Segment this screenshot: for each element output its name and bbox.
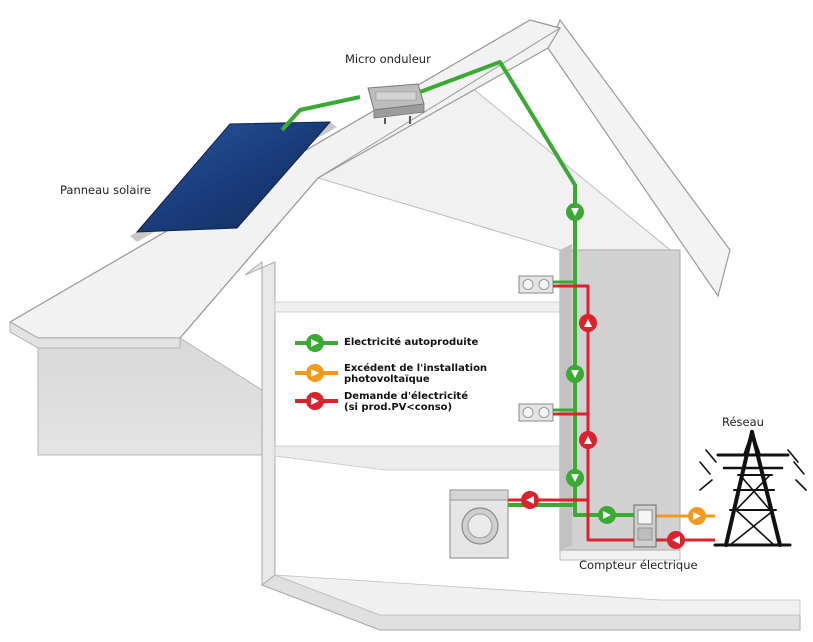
service-duct xyxy=(559,249,681,551)
legend-label-excedent: Excédent de l'installation photovoltaïqu… xyxy=(344,363,488,385)
power-outlet-icon xyxy=(518,275,554,294)
roof-thickness xyxy=(9,321,181,349)
flow-arrow-green-down xyxy=(566,469,584,487)
label-reseau: Réseau xyxy=(722,415,764,429)
flow-arrow-red-left xyxy=(521,491,539,509)
upper-floor xyxy=(274,301,566,313)
washing-machine-icon xyxy=(449,489,509,559)
flow-arrow-green-down xyxy=(566,365,584,383)
pylon-icon xyxy=(699,428,807,547)
flow-arrow-green-right xyxy=(598,506,616,524)
middle-floor xyxy=(274,445,566,471)
power-outlet-icon xyxy=(518,403,554,422)
flow-arrow-red-up xyxy=(579,314,597,332)
legend-marker-red xyxy=(295,392,338,410)
flow-arrow-green-down xyxy=(566,203,584,221)
label-micro-onduleur: Micro onduleur xyxy=(345,52,431,66)
solar-panel-icon xyxy=(130,121,337,242)
flow-arrow-red-up xyxy=(579,431,597,449)
flow-arrow-red-left xyxy=(667,531,685,549)
electric-meter-icon xyxy=(633,504,657,548)
back-wall-floor xyxy=(274,574,801,616)
micro-inverter-icon xyxy=(367,83,425,124)
legend-marker-orange xyxy=(295,364,338,382)
label-panneau-solaire: Panneau solaire xyxy=(60,183,152,197)
legend-marker-green xyxy=(295,334,338,352)
flow-arrow-orange-right xyxy=(688,507,706,525)
label-compteur-electrique: Compteur électrique xyxy=(579,558,698,572)
legend-label-autoproduite: Electricité autoproduite xyxy=(344,337,479,348)
legend-label-demande: Demande d'électricité (si prod.PV<conso) xyxy=(344,391,468,413)
left-wall xyxy=(37,337,263,456)
